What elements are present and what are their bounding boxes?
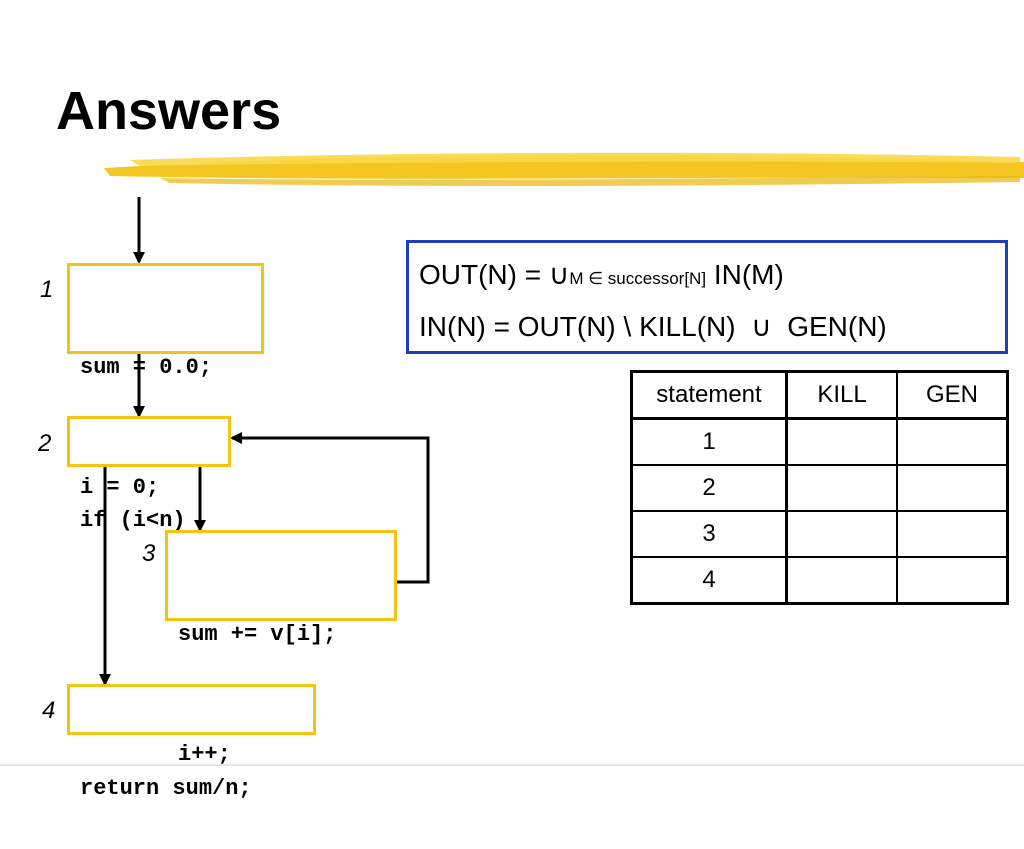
table-header-row: statement KILL GEN xyxy=(630,370,1009,420)
in-equation: IN(N) = OUT(N) \ KILL(N) ∪ GEN(N) xyxy=(419,303,995,351)
code-line: if (i<n) xyxy=(80,508,186,533)
union-symbol: ∪ xyxy=(548,259,570,290)
code-line: sum += v[i]; xyxy=(178,622,337,647)
out-lhs: OUT(N) = xyxy=(419,259,542,290)
statement-cell: 4 xyxy=(630,556,788,605)
kill-cell xyxy=(785,464,898,512)
footer-divider xyxy=(0,764,1024,766)
brush-stroke-highlight xyxy=(130,152,1020,166)
gen-cell xyxy=(896,464,1009,512)
slide-title: Answers xyxy=(56,81,282,141)
out-equation: OUT(N) = ∪M ∈ successor[N] IN(M) xyxy=(419,251,995,303)
gen-cell xyxy=(896,510,1009,558)
header-kill: KILL xyxy=(785,370,898,420)
code-line: i++; xyxy=(178,742,231,767)
in-rhs: GEN(N) xyxy=(787,311,887,342)
gen-cell xyxy=(896,417,1009,466)
kill-cell xyxy=(785,556,898,605)
block-number-3: 3 xyxy=(142,540,156,567)
statement-cell: 3 xyxy=(630,510,788,558)
block-number-2: 2 xyxy=(38,430,52,457)
union-subscript: M ∈ successor[N] xyxy=(569,269,707,288)
brush-stroke-shadow xyxy=(160,176,1020,186)
flowgraph-edges xyxy=(99,197,430,686)
in-lhs: IN(N) = OUT(N) \ KILL(N) xyxy=(419,311,736,342)
basic-block-2: if (i<n) xyxy=(67,416,231,533)
kill-cell xyxy=(785,417,898,466)
code-line: sum = 0.0; xyxy=(80,355,213,380)
union-symbol: ∪ xyxy=(751,311,772,342)
table-row: 3 xyxy=(630,510,1009,558)
title-underline-brush xyxy=(104,152,1024,186)
gen-cell xyxy=(896,556,1009,605)
statement-cell: 2 xyxy=(630,464,788,512)
header-gen: GEN xyxy=(896,370,1009,420)
table-row: 2 xyxy=(630,464,1009,512)
code-line: return sum/n; xyxy=(80,776,252,801)
table-row: 1 xyxy=(630,417,1009,466)
kill-cell xyxy=(785,510,898,558)
kill-gen-table: statement KILL GEN 1 2 3 4 xyxy=(630,370,1009,605)
dataflow-equations-box: OUT(N) = ∪M ∈ successor[N] IN(M) IN(N) =… xyxy=(406,240,1008,354)
basic-block-4: return sum/n; xyxy=(67,684,316,801)
code-line: i = 0; xyxy=(80,475,160,500)
out-rhs: IN(M) xyxy=(713,259,784,290)
table-row: 4 xyxy=(630,556,1009,605)
basic-block-3: sum += v[i]; i++; xyxy=(165,530,397,767)
header-statement: statement xyxy=(630,370,788,420)
edge-3-to-2-loop xyxy=(230,432,430,584)
basic-block-1: sum = 0.0; i = 0; xyxy=(67,263,264,500)
block-number-1: 1 xyxy=(40,276,54,303)
statement-cell: 1 xyxy=(630,417,788,466)
block-number-4: 4 xyxy=(42,697,56,724)
